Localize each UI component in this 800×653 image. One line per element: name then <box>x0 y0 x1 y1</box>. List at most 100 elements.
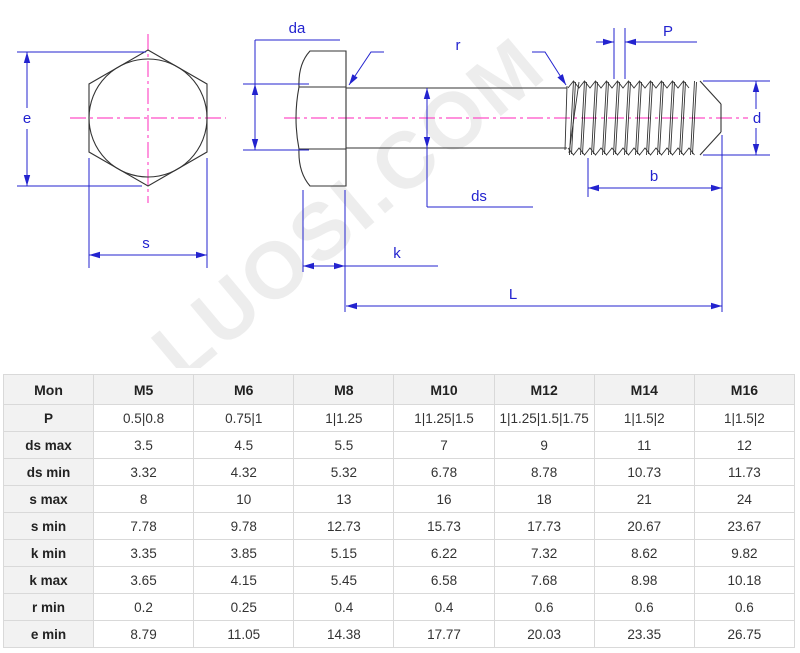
cell: 5.5 <box>293 431 395 459</box>
dimension-label-da: da <box>289 20 306 37</box>
cell: 7.32 <box>493 539 595 567</box>
table-row: k min 3.35 3.85 5.15 6.22 7.32 8.62 9.82 <box>3 539 796 567</box>
dimension-label-L: L <box>509 286 517 303</box>
dimension-label-P: P <box>663 23 673 40</box>
cell: 0.6 <box>493 593 595 621</box>
cell: 4.32 <box>193 458 295 486</box>
dim-ds: ds <box>423 88 533 208</box>
dim-r: r <box>348 37 567 86</box>
dimension-label-d: d <box>753 110 761 127</box>
cell: 1|1.25|1.5|1.75 <box>493 404 595 432</box>
row-label: s max <box>3 485 94 513</box>
cell: 1|1.25|1.5 <box>393 404 495 432</box>
table-row: r min 0.2 0.25 0.4 0.4 0.6 0.6 0.6 <box>3 593 796 621</box>
cell: 16 <box>393 485 495 513</box>
row-label: ds max <box>3 431 94 459</box>
cell: 0.25 <box>193 593 295 621</box>
cell: 6.22 <box>393 539 495 567</box>
cell: 0.4 <box>393 593 495 621</box>
cell: 10.73 <box>593 458 695 486</box>
cell: 17.77 <box>393 620 495 648</box>
dim-e: e <box>17 51 146 187</box>
cell: 14.38 <box>293 620 395 648</box>
cell: 20.03 <box>493 620 595 648</box>
cell: 7.78 <box>92 512 195 540</box>
cell: 23.67 <box>693 512 796 540</box>
cell: 18 <box>493 485 595 513</box>
cell: 8.62 <box>593 539 695 567</box>
row-label: e min <box>3 620 94 648</box>
watermark-text: LUOSI.COM <box>136 20 561 368</box>
cell: 4.15 <box>193 566 295 594</box>
table-row: P 0.5|0.8 0.75|1 1|1.25 1|1.25|1.5 1|1.2… <box>3 404 796 432</box>
cell: 11 <box>593 431 695 459</box>
cell: 12 <box>693 431 796 459</box>
cell: 3.35 <box>92 539 195 567</box>
cell: 23.35 <box>593 620 695 648</box>
cell: 9 <box>493 431 595 459</box>
cell: 8 <box>92 485 195 513</box>
table-row: s max 8 10 13 16 18 21 24 <box>3 485 796 513</box>
cell: 5.32 <box>293 458 395 486</box>
table-row: e min 8.79 11.05 14.38 17.77 20.03 23.35… <box>3 620 796 648</box>
cell: 24 <box>693 485 796 513</box>
cell: 1|1.5|2 <box>593 404 695 432</box>
thread-runout <box>564 81 580 154</box>
bolt-technical-drawing: LUOSI.COM e s <box>17 20 770 368</box>
dim-L: L <box>346 135 723 312</box>
cell: 1|1.5|2 <box>693 404 796 432</box>
dimension-label-r: r <box>456 37 461 54</box>
row-label: k max <box>3 566 94 594</box>
row-label: k min <box>3 539 94 567</box>
bolt-tip <box>699 80 722 156</box>
cell: 6.78 <box>393 458 495 486</box>
cell: 3.32 <box>92 458 195 486</box>
dimension-label-k: k <box>393 245 401 262</box>
cell: 7 <box>393 431 495 459</box>
dim-da: da <box>243 20 340 151</box>
cell: 15.73 <box>393 512 495 540</box>
hex-head-front-view <box>70 34 226 203</box>
dim-d: d <box>703 80 770 156</box>
column-header: Mon <box>3 374 94 405</box>
table-row: ds min 3.32 4.32 5.32 6.78 8.78 10.73 11… <box>3 458 796 486</box>
cell: 9.82 <box>693 539 796 567</box>
row-label: ds min <box>3 458 94 486</box>
cell: 0.4 <box>293 593 395 621</box>
column-header: M6 <box>193 374 295 405</box>
cell: 8.79 <box>92 620 195 648</box>
hexagon-outline <box>88 49 208 187</box>
column-header: M16 <box>693 374 796 405</box>
row-label: P <box>3 404 94 432</box>
cell: 4.5 <box>193 431 295 459</box>
head-profile <box>295 50 347 187</box>
cell: 12.73 <box>293 512 395 540</box>
cell: 1|1.25 <box>293 404 395 432</box>
dim-P: P <box>596 23 697 79</box>
row-label: s min <box>3 512 94 540</box>
cell: 3.85 <box>193 539 295 567</box>
cell: 8.78 <box>493 458 595 486</box>
cell: 17.73 <box>493 512 595 540</box>
cell: 5.15 <box>293 539 395 567</box>
cell: 21 <box>593 485 695 513</box>
dimension-label-s: s <box>142 235 150 252</box>
cell: 6.58 <box>393 566 495 594</box>
column-header: M14 <box>593 374 695 405</box>
cell: 3.5 <box>92 431 195 459</box>
cell: 11.05 <box>193 620 295 648</box>
cell: 0.6 <box>593 593 695 621</box>
cell: 11.73 <box>693 458 796 486</box>
cell: 13 <box>293 485 395 513</box>
column-header: M5 <box>92 374 195 405</box>
dim-k: k <box>302 190 438 312</box>
cell: 3.65 <box>92 566 195 594</box>
header-row: Mon M5 M6 M8 M10 M12 M14 M16 <box>3 374 796 405</box>
thread-section <box>564 80 697 156</box>
dim-b: b <box>587 158 722 197</box>
dim-s: s <box>88 158 208 268</box>
cell: 0.6 <box>693 593 796 621</box>
cell: 0.5|0.8 <box>92 404 195 432</box>
cell: 9.78 <box>193 512 295 540</box>
